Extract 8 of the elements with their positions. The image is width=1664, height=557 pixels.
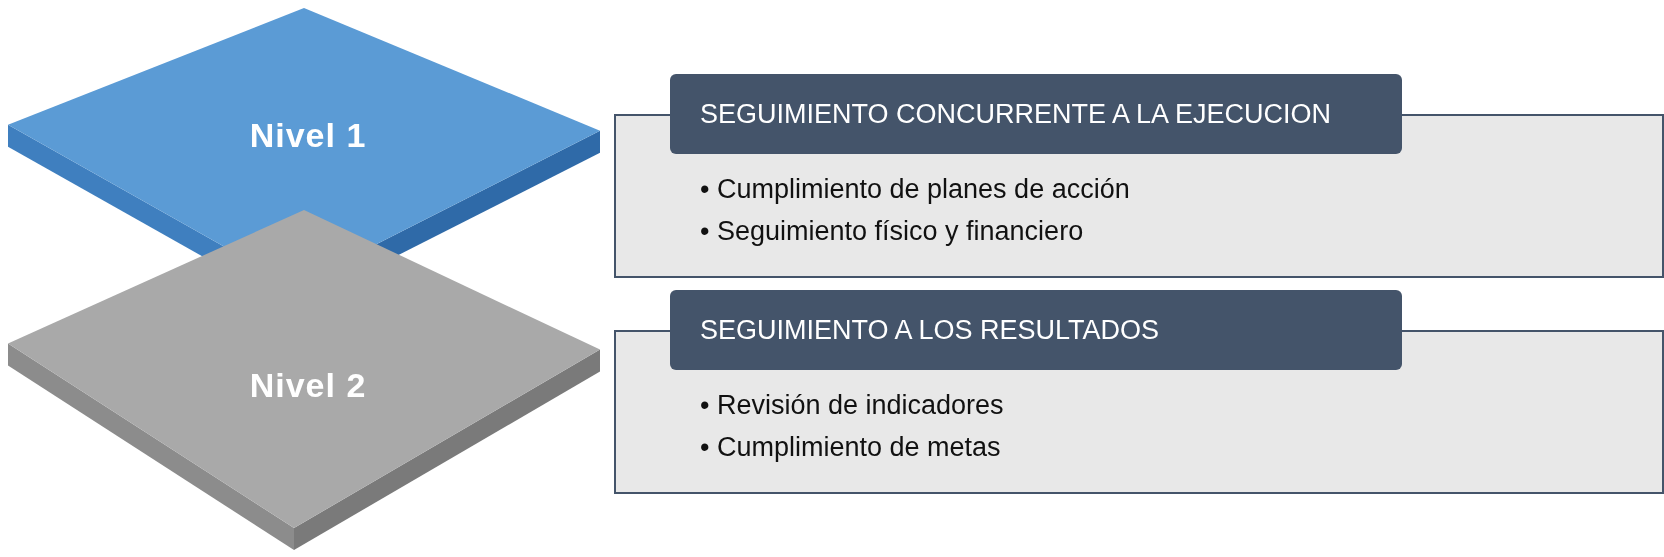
level-label: Nivel 1 (249, 115, 367, 155)
bullet-item: • Cumplimiento de metas (700, 432, 1001, 463)
bullet-item: • Revisión de indicadores (700, 390, 1004, 421)
section-header: SEGUIMIENTO A LOS RESULTADOS (670, 290, 1402, 370)
bullet-item: • Cumplimiento de planes de acción (700, 174, 1130, 205)
section-header: SEGUIMIENTO CONCURRENTE A LA EJECUCION (670, 74, 1402, 154)
bullet-item: • Seguimiento físico y financiero (700, 216, 1084, 247)
level-label: Nivel 2 (249, 365, 367, 405)
